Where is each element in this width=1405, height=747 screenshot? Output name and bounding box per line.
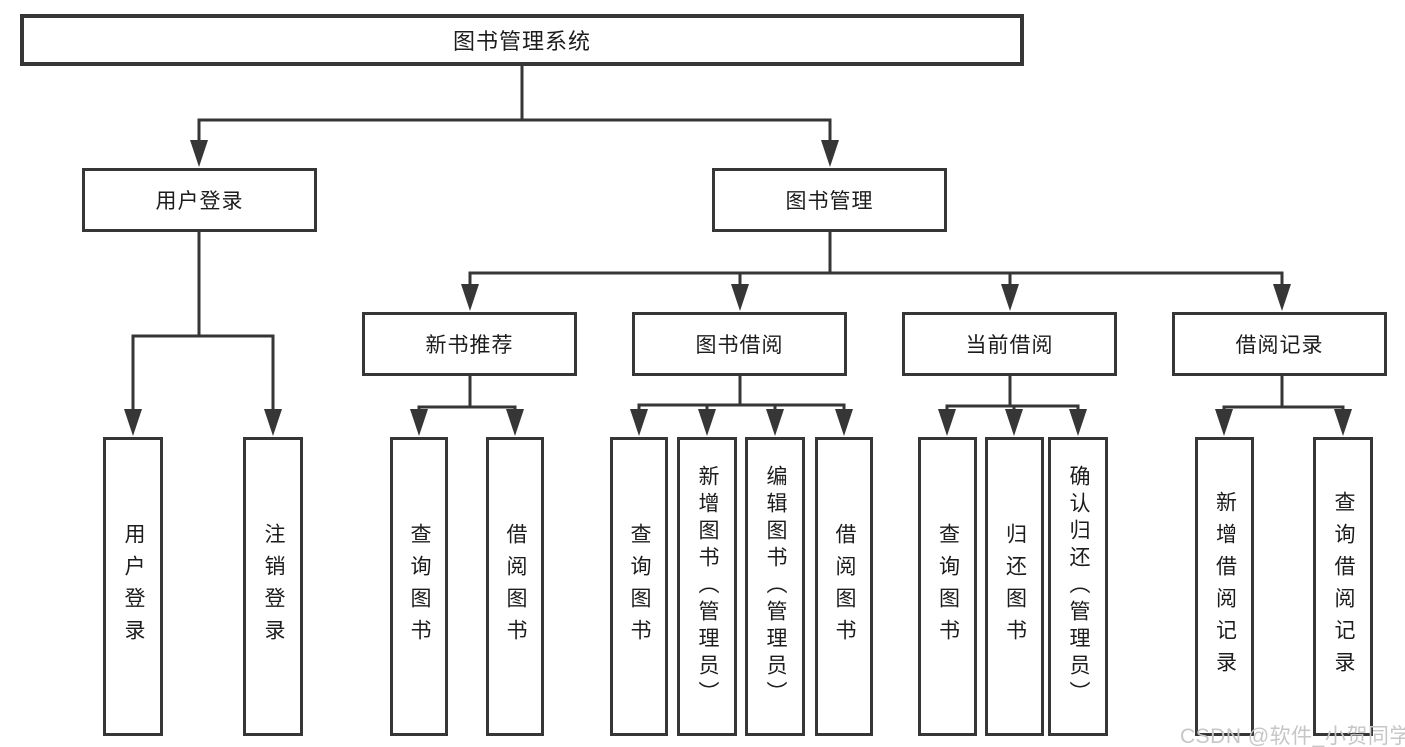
node-label: 注销登录 <box>262 522 285 651</box>
node-label: 编辑图书（管理员） <box>764 465 787 708</box>
node-label: 用户登录 <box>155 190 244 213</box>
node-borrowing-records: 借阅记录 <box>1172 312 1387 376</box>
node-label: 借阅图书 <box>833 522 856 651</box>
leaf-confirm-return-admin: 确认归还（管理员） <box>1048 437 1108 736</box>
node-label: 新书推荐 <box>425 334 514 357</box>
node-label: 图书借阅 <box>695 334 784 357</box>
node-user-login: 用户登录 <box>82 168 317 232</box>
node-book-borrowing: 图书借阅 <box>632 312 847 376</box>
node-label: 查询图书 <box>628 522 651 651</box>
node-label: 借阅图书 <box>504 522 527 651</box>
node-label: 归还图书 <box>1003 522 1027 651</box>
leaf-borrow-books: 借阅图书 <box>815 437 873 736</box>
node-label: 查询图书 <box>936 522 960 651</box>
node-label: 图书管理系统 <box>452 29 591 54</box>
leaf-add-books-admin: 新增图书（管理员） <box>677 437 737 736</box>
leaf-user-login: 用户登录 <box>103 437 163 736</box>
node-label: 用户登录 <box>122 522 145 651</box>
node-label: 图书管理 <box>785 190 874 213</box>
node-current-borrowing: 当前借阅 <box>902 312 1117 376</box>
connector-borrow-to-leaves <box>637 374 846 414</box>
leaf-add-borrow-record: 新增借阅记录 <box>1195 437 1254 736</box>
node-library-management-system: 图书管理系统 <box>20 14 1024 66</box>
connector-newbooks-to-leaves <box>417 374 517 414</box>
node-label: 新增借阅记录 <box>1213 490 1237 683</box>
leaf-logout: 注销登录 <box>243 437 303 736</box>
leaf-return-books: 归还图书 <box>985 437 1044 736</box>
node-label: 借阅记录 <box>1235 334 1324 357</box>
leaf-borrow-books-recommend: 借阅图书 <box>486 437 544 736</box>
arrowheads <box>124 140 1352 436</box>
node-label: 当前借阅 <box>965 334 1054 357</box>
connector-userlogin-to-leaves <box>131 230 275 414</box>
csdn-watermark: CSDN @软件_小贺同学 <box>1180 725 1405 747</box>
node-label: 新增图书（管理员） <box>696 465 719 708</box>
node-book-management: 图书管理 <box>712 168 947 232</box>
leaf-query-books-recommend: 查询图书 <box>390 437 448 736</box>
leaf-query-borrow-record: 查询借阅记录 <box>1313 437 1373 736</box>
node-new-book-recommend: 新书推荐 <box>362 312 577 376</box>
node-label: 查询借阅记录 <box>1332 490 1355 683</box>
connector-root-to-level2 <box>197 64 832 146</box>
leaf-edit-books-admin: 编辑图书（管理员） <box>745 437 805 736</box>
connector-bookmgmt-to-level3 <box>468 230 1284 289</box>
leaf-query-books-borrow: 查询图书 <box>610 437 668 736</box>
node-label: 确认归还（管理员） <box>1067 465 1090 708</box>
leaf-query-books-current: 查询图书 <box>918 437 977 736</box>
connector-records-to-leaves <box>1222 374 1345 414</box>
connector-current-to-leaves <box>945 374 1080 414</box>
node-label: 查询图书 <box>408 522 431 651</box>
